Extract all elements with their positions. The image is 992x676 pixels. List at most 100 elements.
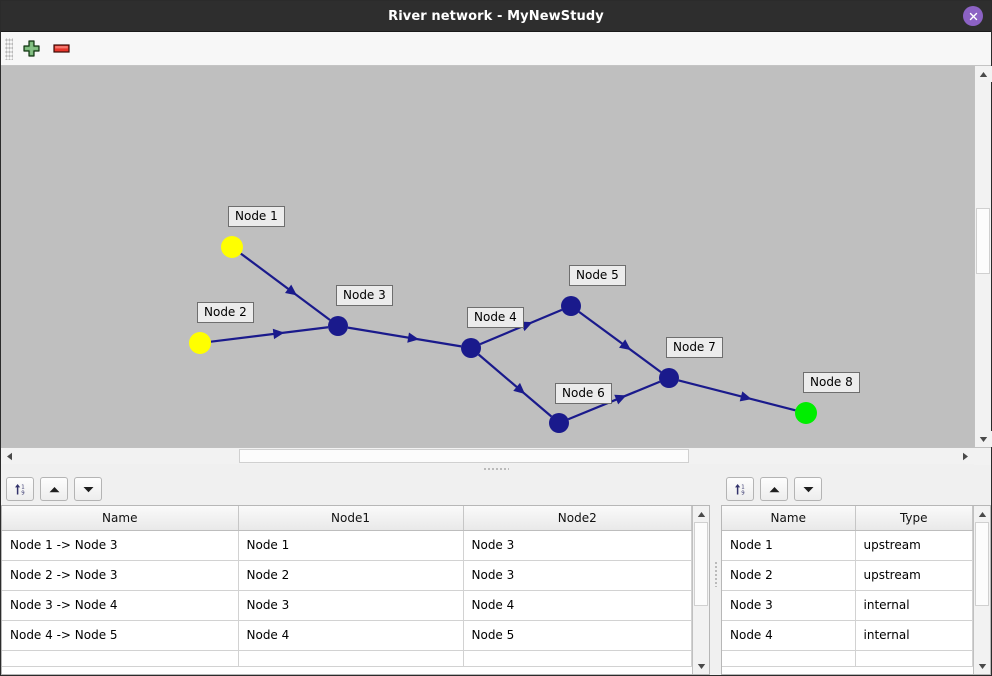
close-window-button[interactable] [963, 6, 983, 26]
table-cell[interactable] [855, 650, 973, 667]
graph-node-node-8[interactable] [795, 402, 817, 424]
graph-node-label-node-3[interactable]: Node 3 [336, 285, 393, 306]
nodes-vscroll-thumb[interactable] [975, 522, 989, 607]
table-cell[interactable]: Node 3 [463, 560, 693, 591]
graph-node-node-7[interactable] [659, 368, 679, 388]
graph-node-label-node-2[interactable]: Node 2 [197, 302, 254, 323]
graph-scroll-right-button[interactable] [957, 448, 974, 464]
table-cell[interactable]: upstream [855, 530, 973, 561]
graph-node-node-2[interactable] [189, 332, 211, 354]
table-cell[interactable]: Node 4 [722, 620, 856, 651]
graph-vertical-scrollbar[interactable] [974, 66, 992, 447]
move-node-down-button[interactable] [794, 477, 822, 501]
column-header-name[interactable]: Name [722, 506, 856, 531]
table-cell[interactable] [238, 650, 464, 667]
table-cell[interactable]: Node 5 [463, 620, 693, 651]
table-cell[interactable]: Node 2 [722, 560, 856, 591]
graph-node-label-node-1[interactable]: Node 1 [228, 206, 285, 227]
table-row-empty[interactable] [722, 650, 973, 667]
svg-text:1: 1 [21, 484, 24, 490]
move-node-up-button[interactable] [760, 477, 788, 501]
graph-edge[interactable] [477, 353, 553, 418]
table-cell[interactable]: internal [855, 620, 973, 651]
graph-scroll-left-button[interactable] [1, 448, 18, 464]
delete-node-button[interactable] [46, 35, 76, 63]
table-cell[interactable]: upstream [855, 560, 973, 591]
graph-edge[interactable] [567, 380, 661, 421]
network-canvas[interactable]: Node 1 Node 2 Node 3 Node 4 Node 5 Node 6 Node… [1, 66, 974, 447]
table-cell[interactable]: Node 3 [238, 590, 464, 621]
graph-node-node-6[interactable] [549, 413, 569, 433]
graph-scroll-up-button[interactable] [975, 66, 992, 82]
move-branch-down-button[interactable] [74, 477, 102, 501]
graph-node-label-node-8[interactable]: Node 8 [803, 372, 860, 393]
column-header-node2[interactable]: Node2 [463, 506, 693, 531]
move-branch-up-button[interactable] [40, 477, 68, 501]
graph-node-label-node-5[interactable]: Node 5 [569, 265, 626, 286]
branches-vertical-scrollbar[interactable] [692, 506, 709, 674]
graph-horizontal-scrollbar[interactable] [1, 447, 991, 465]
table-cell[interactable] [463, 650, 693, 667]
table-cell[interactable]: Node 3 [722, 590, 856, 621]
nodes-vertical-scrollbar[interactable] [973, 506, 990, 674]
table-cell[interactable]: Node 3 -> Node 4 [2, 590, 239, 621]
table-cell[interactable]: Node 4 -> Node 5 [2, 620, 239, 651]
table-cell[interactable]: Node 1 [238, 530, 464, 561]
graph-vscroll-thumb[interactable] [976, 207, 990, 274]
nodes-scroll-up-button[interactable] [974, 506, 990, 522]
table-cell[interactable]: Node 4 [463, 590, 693, 621]
table-cell[interactable]: Node 4 [238, 620, 464, 651]
graph-node-label-node-4[interactable]: Node 4 [467, 307, 524, 328]
table-row-empty[interactable] [2, 650, 693, 667]
table-cell[interactable]: Node 2 [238, 560, 464, 591]
nodes-scroll-down-button[interactable] [974, 658, 990, 674]
sort-branches-button[interactable]: 1 9 [6, 477, 34, 501]
graph-edge[interactable] [347, 326, 462, 348]
triangle-down-icon [978, 663, 987, 669]
graph-node-node-1[interactable] [221, 236, 243, 258]
table-cell[interactable]: Node 1 -> Node 3 [2, 530, 239, 561]
table-cell[interactable]: Node 3 [463, 530, 693, 561]
toolbar-drag-handle[interactable] [5, 37, 13, 60]
graph-hscroll-track[interactable] [18, 448, 957, 464]
nodes-vscroll-track[interactable] [974, 522, 990, 658]
branches-vscroll-track[interactable] [693, 522, 709, 658]
graph-hscroll-thumb[interactable] [238, 449, 690, 463]
table-cell[interactable]: Node 1 [722, 530, 856, 561]
graph-node-node-5[interactable] [561, 296, 581, 316]
horizontal-splitter[interactable] [1, 464, 991, 473]
sort-nodes-button[interactable]: 1 9 [726, 477, 754, 501]
column-header-node1[interactable]: Node1 [238, 506, 464, 531]
branches-scroll-up-button[interactable] [693, 506, 709, 522]
graph-node-node-3[interactable] [328, 316, 348, 336]
table-cell[interactable]: internal [855, 590, 973, 621]
graph-node-node-4[interactable] [461, 338, 481, 358]
column-header-name[interactable]: Name [2, 506, 239, 531]
graph-node-label-node-7[interactable]: Node 7 [666, 337, 723, 358]
table-cell[interactable] [722, 650, 856, 667]
graph-edge[interactable] [240, 252, 331, 321]
table-cell[interactable]: Node 2 -> Node 3 [2, 560, 239, 591]
graph-node-label-node-6[interactable]: Node 6 [555, 383, 612, 404]
vertical-splitter[interactable] [710, 473, 721, 675]
graph-scroll-down-button[interactable] [975, 431, 992, 447]
branches-scroll-down-button[interactable] [693, 658, 709, 674]
graph-edge[interactable] [678, 379, 796, 412]
table-cell[interactable] [2, 650, 239, 667]
column-header-type[interactable]: Type [855, 506, 973, 531]
add-node-button[interactable] [16, 35, 46, 63]
branches-vscroll-thumb[interactable] [694, 522, 709, 607]
graph-vscroll-track[interactable] [975, 82, 991, 431]
graph-edge[interactable] [578, 311, 662, 373]
graph-edge[interactable] [210, 326, 329, 343]
